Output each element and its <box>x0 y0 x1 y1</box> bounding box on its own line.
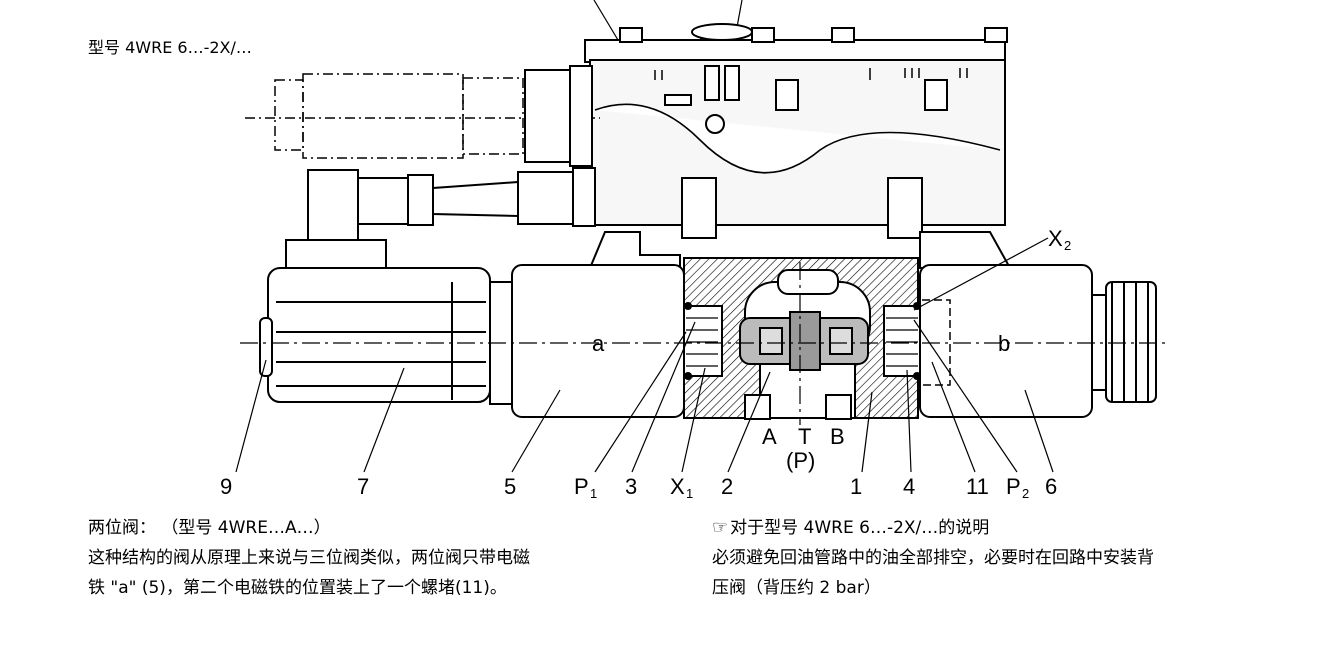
port-T-label: T <box>798 424 811 449</box>
plug-screw-outline <box>922 299 951 386</box>
callout-11: 11 <box>966 474 989 499</box>
callout-2: 2 <box>721 474 733 499</box>
spool <box>739 311 869 371</box>
callout-7: 7 <box>357 474 369 499</box>
electronics-housing <box>584 23 1008 239</box>
callout-p1: P <box>574 474 589 499</box>
callout-6: 6 <box>1045 474 1057 499</box>
label-a: a <box>592 331 605 356</box>
callout-9: 9 <box>220 474 232 499</box>
callout-p1-sub: 1 <box>590 486 597 501</box>
label-x2: X <box>1048 226 1063 251</box>
plug-and-cable-gland <box>285 167 596 269</box>
callout-1: 1 <box>850 474 862 499</box>
center-line <box>240 262 1170 425</box>
label-x2-sub: 2 <box>1064 238 1071 253</box>
two-position-line-2: 铁 "a" (5)，第二个电磁铁的位置装上了一个螺堵(11)。 <box>88 578 507 598</box>
model-note: ☞对于型号 4WRE 6…-2X/…的说明 必须避免回油管路中的油全部排空，必要… <box>712 513 1332 603</box>
port-P-label: (P) <box>786 448 815 473</box>
cable-connector-plug <box>524 65 593 167</box>
spring-seat-left <box>683 305 723 377</box>
position-transducer <box>259 267 513 405</box>
pcb-pins <box>654 68 968 80</box>
end-nut <box>1091 281 1157 403</box>
two-position-heading: 两位阀： （型号 4WRE…A…） <box>88 518 331 538</box>
port-outlets <box>744 394 852 420</box>
two-position-line-1: 这种结构的阀从原理上来说与三位阀类似，两位阀只带电磁 <box>88 548 530 568</box>
spring-seat-right <box>883 305 923 377</box>
callout-5: 5 <box>504 474 516 499</box>
model-note-heading-row: ☞对于型号 4WRE 6…-2X/…的说明 <box>712 513 1332 543</box>
callout-p2-sub: 2 <box>1022 486 1029 501</box>
port-B-label: B <box>830 424 845 449</box>
model-note-line-2: 压阀（背压约 2 bar） <box>712 578 881 598</box>
callout-3: 3 <box>625 474 637 499</box>
port-A-label: A <box>762 424 777 449</box>
label-b: b <box>998 331 1010 356</box>
callout-leaders <box>235 237 1054 473</box>
callout-x1-sub: 1 <box>686 486 693 501</box>
callout-p2: P <box>1006 474 1021 499</box>
model-note-heading: 对于型号 4WRE 6…-2X/…的说明 <box>730 518 990 538</box>
callout-4: 4 <box>903 474 915 499</box>
model-label: 型号 4WRE 6…-2X/… <box>88 38 252 57</box>
pointing-hand-icon: ☞ <box>712 517 729 538</box>
two-position-valve-note: 两位阀： （型号 4WRE…A…） 这种结构的阀从原理上来说与三位阀类似，两位阀… <box>88 513 708 603</box>
model-note-line-1: 必须避免回油管路中的油全部排空，必要时在回路中安装背 <box>712 548 1154 568</box>
callout-x1: X <box>670 474 685 499</box>
